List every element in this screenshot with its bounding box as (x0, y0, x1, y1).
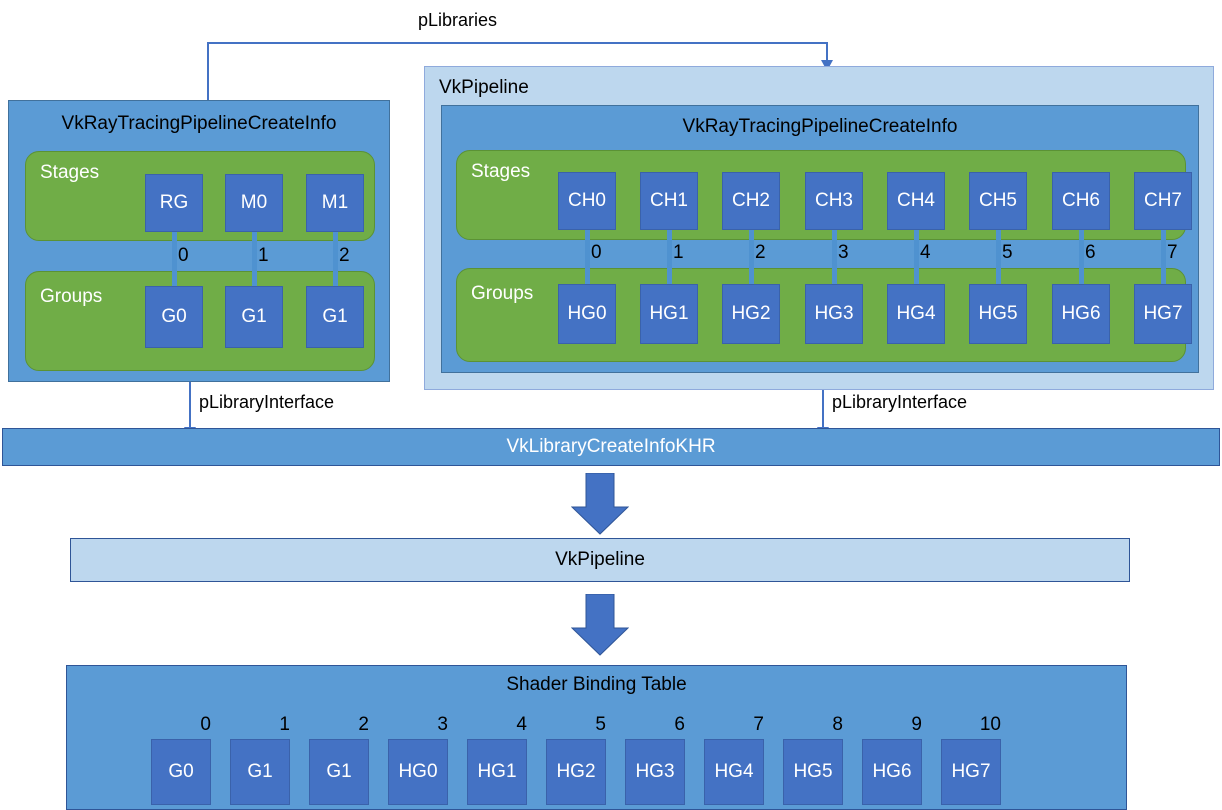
library-index-label: 0 (178, 245, 189, 266)
library-card-title: VkRayTracingPipelineCreateInfo (61, 113, 337, 134)
library-group-cell[interactable]: G1 (225, 286, 283, 348)
sbt-index-label: 6 (674, 714, 685, 735)
pipeline-stage-cell[interactable]: CH5 (969, 172, 1027, 230)
sbt-index-label: 7 (753, 714, 764, 735)
pipeline-stage-cell[interactable]: CH2 (722, 172, 780, 230)
pipeline-group-cell[interactable]: HG6 (1052, 284, 1110, 344)
sbt-entry-cell[interactable]: G1 (309, 739, 369, 805)
pipeline-stages-label: Stages (471, 161, 531, 182)
block-arrow-to-sbt (571, 594, 629, 656)
sbt-entry-cell[interactable]: HG5 (783, 739, 843, 805)
sbt-index-label: 5 (595, 714, 606, 735)
library-connector-0 (172, 221, 177, 301)
sbt-entry-cell[interactable]: G1 (230, 739, 290, 805)
sbt-entry-cell[interactable]: HG3 (625, 739, 685, 805)
pipeline-stage-cell[interactable]: CH7 (1134, 172, 1192, 230)
sbt-entry-cell[interactable]: HG6 (862, 739, 922, 805)
pipeline-group-cell[interactable]: HG2 (722, 284, 780, 344)
result-pipeline-bar[interactable]: VkPipeline (70, 538, 1130, 582)
p-libraries-edge-horizontal (207, 42, 827, 44)
block-arrow-to-pipeline (571, 473, 629, 535)
p-libraries-label: pLibraries (418, 10, 498, 30)
p-libraries-arrowhead-icon (821, 60, 833, 71)
sbt-entry-cell[interactable]: HG2 (546, 739, 606, 805)
pipeline-index-label: 4 (920, 242, 931, 263)
library-connector-1 (252, 221, 257, 301)
pipeline-index-label: 7 (1167, 242, 1178, 263)
p-library-interface-label-right: pLibraryInterface (832, 392, 968, 412)
pipeline-stage-cell[interactable]: CH6 (1052, 172, 1110, 230)
library-create-info-card: VkRayTracingPipelineCreateInfo Stages Gr… (8, 100, 390, 382)
pipeline-connector-2 (749, 220, 754, 298)
pipeline-group-cell[interactable]: HG4 (887, 284, 945, 344)
pipeline-connector-5 (996, 220, 1001, 298)
pipeline-index-label: 0 (591, 242, 602, 263)
vk-library-create-info-bar[interactable]: VkLibraryCreateInfoKHR (2, 428, 1220, 466)
pipeline-index-label: 1 (673, 242, 684, 263)
library-groups-label: Groups (40, 286, 103, 307)
pipeline-index-label: 2 (755, 242, 766, 263)
library-index-label: 2 (339, 245, 350, 266)
pipeline-stage-cell[interactable]: CH3 (805, 172, 863, 230)
pipeline-connector-7 (1161, 220, 1166, 298)
sbt-index-label: 1 (279, 714, 290, 735)
pipeline-card-title: VkRayTracingPipelineCreateInfo (682, 116, 958, 137)
sbt-entry-cell[interactable]: HG4 (704, 739, 764, 805)
pipeline-connector-3 (832, 220, 837, 298)
pipeline-stage-cell[interactable]: CH1 (640, 172, 698, 230)
shader-binding-table-title: Shader Binding Table (506, 674, 687, 695)
library-group-cell[interactable]: G0 (145, 286, 203, 348)
sbt-index-label: 2 (358, 714, 369, 735)
sbt-entry-cell[interactable]: HG1 (467, 739, 527, 805)
p-libraries-edge-vertical-left (207, 42, 209, 110)
sbt-index-label: 4 (516, 714, 527, 735)
pipeline-group-cell[interactable]: HG1 (640, 284, 698, 344)
sbt-entry-cell[interactable]: G0 (151, 739, 211, 805)
sbt-entry-cell[interactable]: HG0 (388, 739, 448, 805)
pipeline-stage-cell[interactable]: CH4 (887, 172, 945, 230)
pipeline-index-label: 3 (838, 242, 849, 263)
pipeline-group-cell[interactable]: HG3 (805, 284, 863, 344)
library-connector-2 (333, 221, 338, 301)
shader-binding-table: Shader Binding Table 0 1 2 3 4 5 6 7 8 9… (66, 665, 1127, 810)
pipeline-groups-label: Groups (471, 283, 534, 304)
pipeline-connector-6 (1079, 220, 1084, 298)
sbt-index-label: 8 (832, 714, 843, 735)
library-stage-cell[interactable]: M1 (306, 174, 364, 232)
pipeline-stage-cell[interactable]: CH0 (558, 172, 616, 230)
pipeline-index-label: 6 (1085, 242, 1096, 263)
sbt-index-label: 10 (979, 714, 1001, 735)
pipeline-connector-1 (667, 220, 672, 298)
pipeline-group-cell[interactable]: HG5 (969, 284, 1027, 344)
sbt-index-label: 3 (437, 714, 448, 735)
p-library-interface-label-left: pLibraryInterface (199, 392, 335, 412)
pipeline-create-info-card: VkRayTracingPipelineCreateInfo Stages Gr… (441, 105, 1199, 373)
library-stage-cell[interactable]: M0 (225, 174, 283, 232)
p-libraries-edge-vertical-right (826, 42, 828, 64)
library-stage-cell[interactable]: RG (145, 174, 203, 232)
p-library-interface-edge-left (189, 382, 191, 438)
library-index-label: 1 (258, 245, 269, 266)
library-stages-label: Stages (40, 162, 100, 183)
library-group-cell[interactable]: G1 (306, 286, 364, 348)
pipeline-connector-4 (914, 220, 919, 298)
vkpipeline-panel: VkPipeline VkRayTracingPipelineCreateInf… (424, 66, 1214, 390)
p-library-interface-edge-right (822, 390, 824, 438)
sbt-index-label: 0 (200, 714, 211, 735)
pipeline-connector-0 (585, 220, 590, 298)
vkpipeline-panel-title: VkPipeline (439, 77, 529, 98)
sbt-index-label: 9 (911, 714, 922, 735)
pipeline-group-cell[interactable]: HG0 (558, 284, 616, 344)
sbt-entry-cell[interactable]: HG7 (941, 739, 1001, 805)
pipeline-index-label: 5 (1002, 242, 1013, 263)
pipeline-group-cell[interactable]: HG7 (1134, 284, 1192, 344)
